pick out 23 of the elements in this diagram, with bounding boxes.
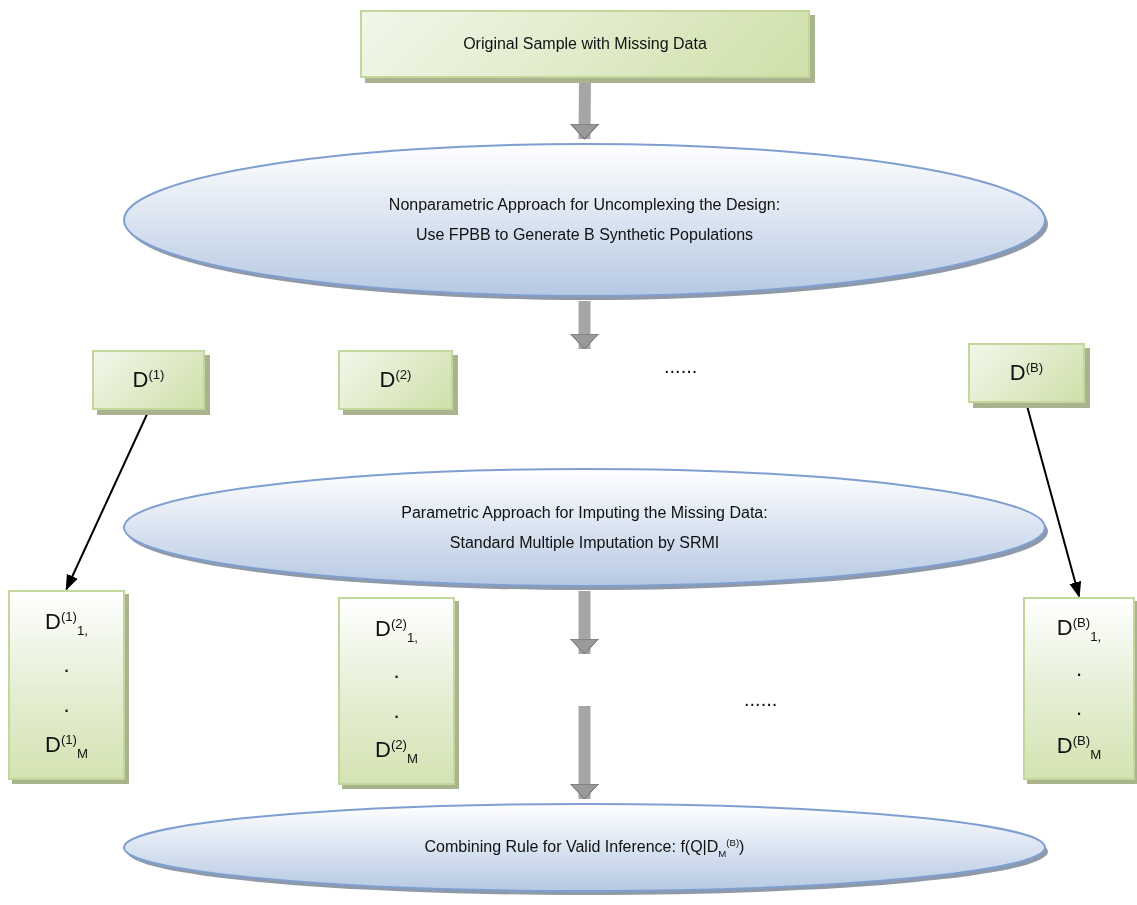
- node-label: D$^{(B)}$: [1009, 359, 1044, 387]
- node-label: .: [1075, 656, 1083, 683]
- process-ellipse: [122, 140, 1047, 300]
- node-label: .: [393, 697, 400, 724]
- node-label: D$^{(1)}$: [132, 366, 165, 394]
- block-arrow: [570, 301, 599, 350]
- node-text: Parametric Approach for Imputing the Missing Data:: [401, 503, 768, 522]
- node-label: .: [63, 651, 70, 678]
- block-arrow: [570, 706, 599, 800]
- process-ellipse: [122, 465, 1047, 590]
- node-label: .: [1075, 694, 1083, 721]
- process-ellipse: [122, 800, 1047, 895]
- node-text: Nonparametric Approach for Uncomplexing the Design:: [388, 196, 781, 214]
- node-label: .: [393, 658, 400, 685]
- node-text: Standard Multiple Imputation by SRMI: [449, 533, 720, 552]
- ellipsis-text: ......: [744, 688, 778, 711]
- node-text: Original Sample with Missing Data: [463, 34, 707, 54]
- node-text: Combining Rule for Valid Inference: f(Q|D$_{M}$$^{(B)}$): [424, 836, 745, 859]
- ellipsis-text: ......: [664, 355, 698, 378]
- node-text: Use FPBB to Generate B Synthetic Populations: [415, 226, 754, 244]
- block-arrow: [570, 591, 599, 655]
- node-label: D$^{(2)}$: [379, 366, 412, 394]
- node-label: .: [63, 692, 70, 719]
